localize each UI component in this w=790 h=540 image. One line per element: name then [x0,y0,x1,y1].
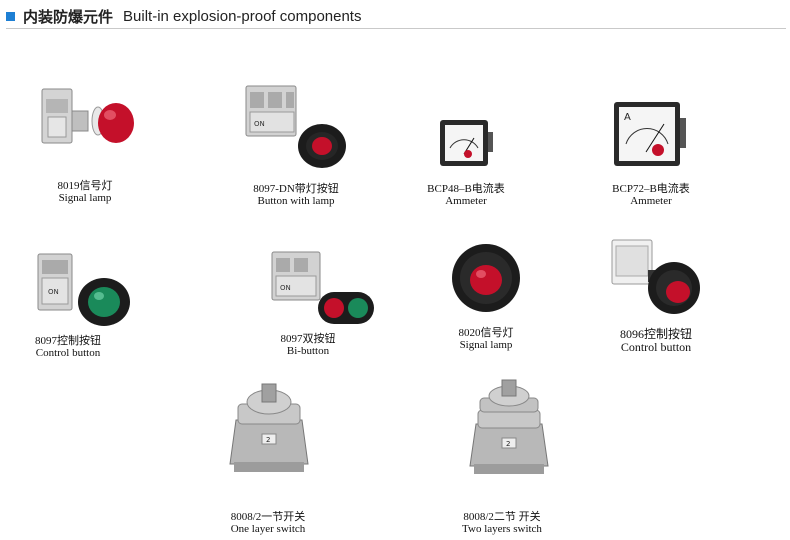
signal-lamp-icon [452,244,520,312]
component-model: 8008/2二节 开关 [463,511,541,523]
component-name: Signal lamp [459,339,513,351]
control-button-icon [611,239,700,314]
svg-text:ON: ON [254,120,265,128]
header-divider [6,28,786,29]
component-name: One layer switch [230,523,306,535]
svg-text:ON: ON [280,284,291,292]
ammeter-icon: A [614,102,686,166]
component-model: 8097控制按钮 [35,335,101,347]
bi-button-icon: ON [271,251,374,324]
component-model: 8096控制按钮 [619,327,693,341]
svg-text:A: A [624,112,631,123]
component-model: BCP48–B电流表 [427,183,505,195]
component-name: Button with lamp [257,195,335,207]
svg-text:ON: ON [48,288,59,296]
component-name: Signal lamp [58,192,112,204]
ammeter-icon [440,120,493,166]
signal-lamp-icon [41,88,134,144]
control-button-icon: ON [37,253,130,326]
component-model: 8097-DN带灯按钮 [253,183,339,195]
header-marker-icon [6,11,15,21]
component-name: Control button [620,340,692,354]
component-name: Ammeter [445,195,487,207]
component-name: Ammeter [630,195,672,207]
button-with-lamp-icon: ON [245,85,346,168]
svg-text:2: 2 [266,436,270,444]
component-model: 8020信号灯 [458,327,514,339]
section-header: 内装防爆元件 Built-in explosion-proof componen… [6,6,361,26]
section-title-cn: 内装防爆元件 [23,7,114,26]
component-model: 8008/2一节开关 [230,511,306,523]
section-title-en: Built-in explosion-proof components [123,7,362,25]
component-model: 8019信号灯 [57,180,113,192]
component-name: Control button [35,347,101,359]
svg-text:2: 2 [506,440,510,448]
component-model: 8097双按钮 [280,333,336,345]
component-name: Two layers switch [462,523,542,535]
component-model: BCP72–B电流表 [612,183,690,195]
component-name: Bi-button [286,345,330,357]
rotary-switch-icon: 2 [469,379,549,474]
rotary-switch-icon: 2 [229,383,309,472]
